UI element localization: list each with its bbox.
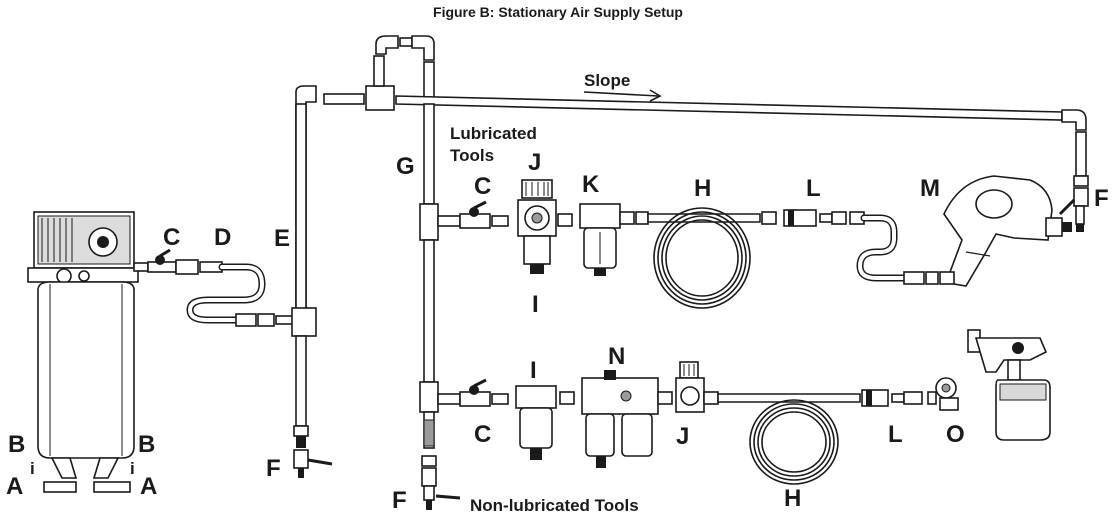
drain-valve-f-left <box>293 449 333 478</box>
label-i-right: i <box>130 459 135 478</box>
label-e: E <box>274 225 290 252</box>
label-j-upper: J <box>528 149 541 176</box>
gauge-o <box>927 377 959 411</box>
hose-d <box>186 263 295 327</box>
hose-h-lower <box>717 393 861 485</box>
label-a-right: A <box>140 473 157 500</box>
label-j-lower: J <box>676 423 689 450</box>
ball-valve-lower <box>437 378 509 407</box>
impact-wrench-m <box>939 175 1072 287</box>
label-f-right: F <box>1094 185 1109 212</box>
label-f-bottom: F <box>392 487 407 514</box>
label-a-left: A <box>6 473 23 500</box>
slope-arrow <box>583 89 662 102</box>
quick-coupler-l-upper <box>783 209 847 227</box>
regulator-j-lower <box>675 361 719 413</box>
hose-h-upper <box>635 207 777 309</box>
air-compressor <box>27 211 149 493</box>
label-i-left: i <box>30 459 35 478</box>
label-c-upper: C <box>474 173 491 200</box>
connector-lower-1 <box>559 391 575 405</box>
label-c-lower: C <box>474 421 491 448</box>
label-l-upper: L <box>806 175 821 202</box>
label-h-lower: H <box>784 485 801 512</box>
figure-title: Figure B: Stationary Air Supply Setup <box>433 4 683 20</box>
lubricator-k <box>579 203 635 276</box>
label-k: K <box>582 171 600 198</box>
quick-coupler-l-lower <box>861 389 923 407</box>
label-c-compressor: C <box>163 224 180 251</box>
non-lubricated-tools-label: Non-lubricated Tools <box>470 496 639 515</box>
label-f-left: F <box>266 455 281 482</box>
pipe-e <box>291 85 317 448</box>
connector-upper-1 <box>557 213 573 227</box>
label-h-upper: H <box>694 175 711 202</box>
connector-lower-2 <box>657 391 673 405</box>
label-o: O <box>946 421 965 448</box>
drain-valve-f-bottom <box>421 467 461 510</box>
pipe-g <box>419 103 439 467</box>
slope-label: Slope <box>584 71 630 90</box>
main-air-line-top <box>323 35 1089 187</box>
tool-hose-upper <box>849 211 939 285</box>
label-n: N <box>608 343 625 370</box>
label-m: M <box>920 175 940 202</box>
label-l-lower: L <box>888 421 903 448</box>
label-i-upper: I <box>532 291 539 318</box>
label-b-left: B <box>8 431 25 458</box>
label-b-right: B <box>138 431 155 458</box>
spray-gun <box>967 329 1051 441</box>
label-g: G <box>396 153 415 180</box>
label-d: D <box>214 224 231 251</box>
regulator-j-upper <box>517 179 557 274</box>
lubricated-tools-label-line2: Tools <box>450 146 494 165</box>
filter-regulator-n <box>581 370 659 468</box>
ball-valve-compressor <box>147 248 223 275</box>
drain-valve-f-right <box>1058 187 1089 232</box>
ball-valve-upper <box>437 200 509 229</box>
lubricated-tools-label-line1: Lubricated <box>450 124 537 143</box>
filter-i-lower <box>515 385 557 460</box>
label-i-lower: I <box>530 357 537 384</box>
